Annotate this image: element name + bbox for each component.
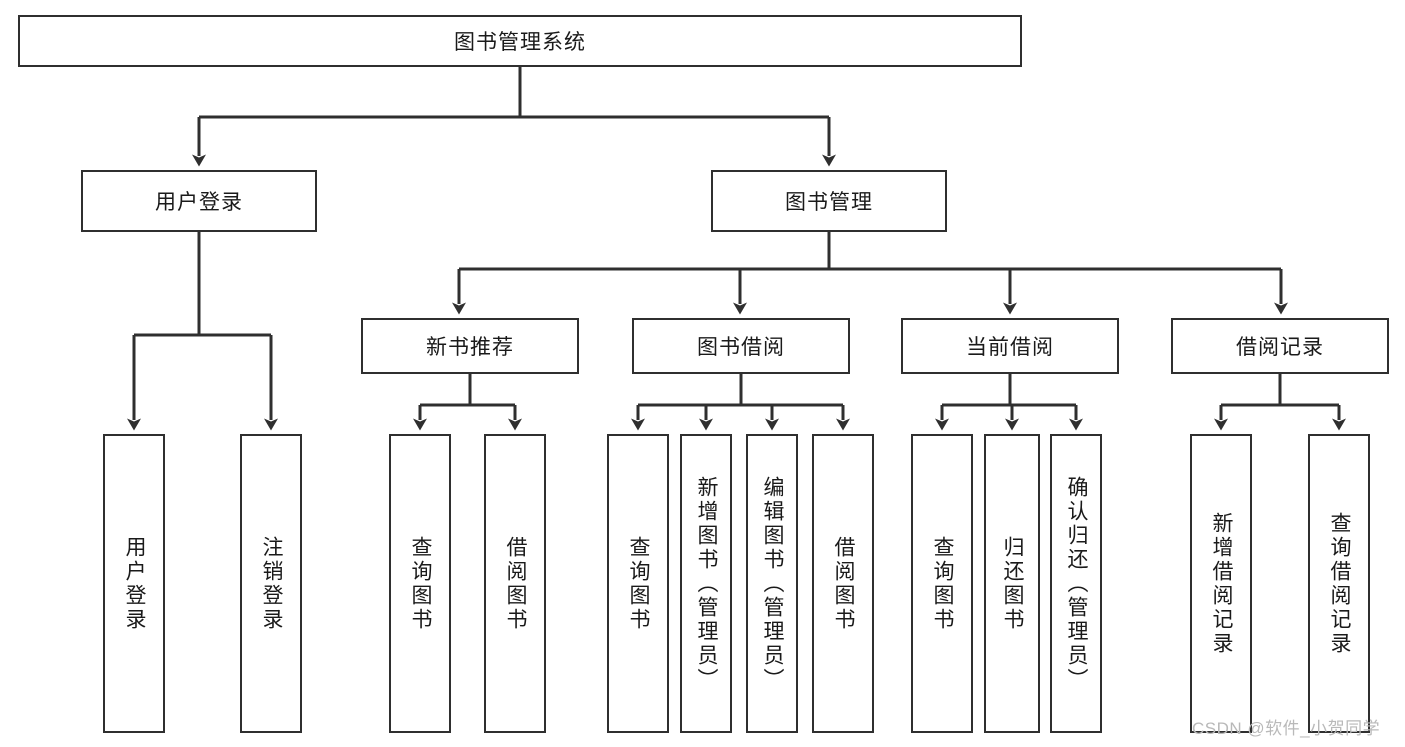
node-current-borrow[interactable]: 当前借阅 xyxy=(901,318,1119,374)
node-book-manage[interactable]: 图书管理 xyxy=(711,170,947,232)
leaf-query-book-rec[interactable]: 查询图书 xyxy=(389,434,451,733)
leaf-query-book-borrow-label: 查询图书 xyxy=(627,535,651,632)
leaf-user-login[interactable]: 用户登录 xyxy=(103,434,165,733)
node-book-borrow[interactable]: 图书借阅 xyxy=(632,318,850,374)
node-current-borrow-label: 当前借阅 xyxy=(966,336,1054,359)
leaf-query-book-cur[interactable]: 查询图书 xyxy=(911,434,973,733)
node-borrow-record-label: 借阅记录 xyxy=(1236,336,1324,359)
node-book-manage-label: 图书管理 xyxy=(785,191,873,214)
leaf-borrow-book-rec-label: 借阅图书 xyxy=(504,535,528,632)
leaf-logout[interactable]: 注销登录 xyxy=(240,434,302,733)
leaf-add-borrow-record-label: 新增借阅记录 xyxy=(1210,511,1234,656)
leaf-add-book-admin-label: 新增图书（管理员） xyxy=(695,475,719,692)
leaf-edit-book-admin-label: 编辑图书（管理员） xyxy=(761,475,785,692)
leaf-return-book-label: 归还图书 xyxy=(1001,535,1025,632)
leaf-user-login-label: 用户登录 xyxy=(123,535,147,632)
leaf-borrow-book-rec[interactable]: 借阅图书 xyxy=(484,434,546,733)
leaf-query-borrow-record[interactable]: 查询借阅记录 xyxy=(1308,434,1370,733)
watermark: CSDN @软件_小贺同学 xyxy=(1192,719,1381,738)
node-root[interactable]: 图书管理系统 xyxy=(18,15,1022,67)
leaf-query-book-cur-label: 查询图书 xyxy=(931,535,955,632)
leaf-query-book-rec-label: 查询图书 xyxy=(409,535,433,632)
leaf-add-book-admin[interactable]: 新增图书（管理员） xyxy=(680,434,732,733)
node-new-book-rec-label: 新书推荐 xyxy=(426,336,514,359)
leaf-query-book-borrow[interactable]: 查询图书 xyxy=(607,434,669,733)
leaf-confirm-return-admin[interactable]: 确认归还（管理员） xyxy=(1050,434,1102,733)
node-book-borrow-label: 图书借阅 xyxy=(697,336,785,359)
leaf-return-book[interactable]: 归还图书 xyxy=(984,434,1040,733)
node-root-label: 图书管理系统 xyxy=(454,31,586,54)
leaf-add-borrow-record[interactable]: 新增借阅记录 xyxy=(1190,434,1252,733)
leaf-query-borrow-record-label: 查询借阅记录 xyxy=(1328,511,1352,656)
node-borrow-record[interactable]: 借阅记录 xyxy=(1171,318,1389,374)
node-new-book-rec[interactable]: 新书推荐 xyxy=(361,318,579,374)
leaf-logout-label: 注销登录 xyxy=(260,535,284,632)
leaf-edit-book-admin[interactable]: 编辑图书（管理员） xyxy=(746,434,798,733)
node-user-login[interactable]: 用户登录 xyxy=(81,170,317,232)
leaf-borrow-book[interactable]: 借阅图书 xyxy=(812,434,874,733)
node-user-login-label: 用户登录 xyxy=(155,191,243,214)
leaf-borrow-book-label: 借阅图书 xyxy=(832,535,856,632)
leaf-confirm-return-admin-label: 确认归还（管理员） xyxy=(1065,475,1089,692)
